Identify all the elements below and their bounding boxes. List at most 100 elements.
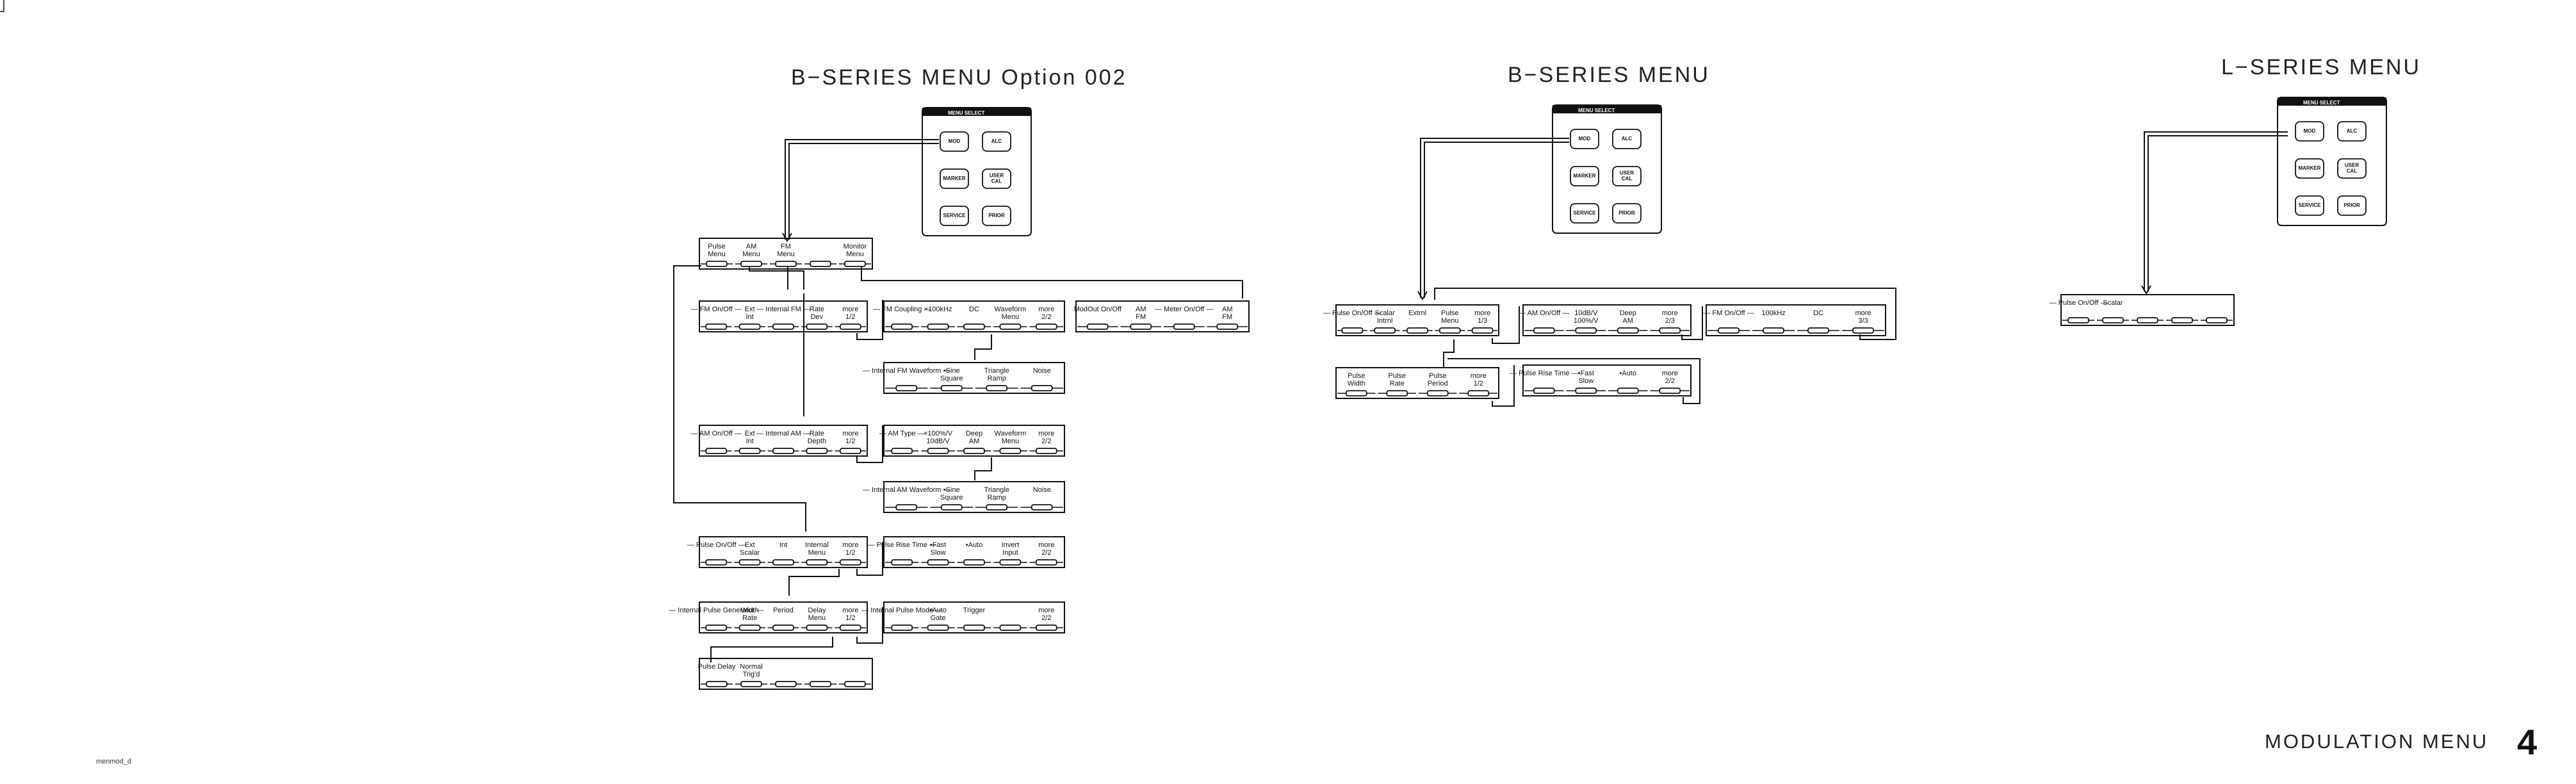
softkey[interactable] [705, 625, 728, 631]
softkey[interactable] [1467, 390, 1490, 396]
softkey[interactable] [1345, 390, 1367, 396]
softkey[interactable] [1659, 388, 1681, 394]
softkey[interactable] [706, 261, 728, 267]
key-prior[interactable]: PRIOR [982, 206, 1011, 226]
softkey[interactable] [1533, 327, 1555, 334]
softkey[interactable] [895, 385, 918, 391]
key-alc[interactable]: ALC [1612, 129, 1642, 149]
softkey[interactable] [2171, 317, 2193, 323]
softkey[interactable] [738, 625, 761, 631]
softkey[interactable] [999, 559, 1022, 566]
softkey[interactable] [740, 261, 762, 267]
softkey[interactable] [839, 625, 861, 631]
softkey[interactable] [706, 681, 728, 687]
key-service[interactable]: SERVICE [2295, 195, 2324, 216]
softkey[interactable] [986, 504, 1008, 510]
softkey[interactable] [1617, 388, 1639, 394]
softkey[interactable] [1533, 388, 1555, 394]
softkey[interactable] [999, 448, 1022, 454]
softkey[interactable] [963, 323, 985, 330]
softkey[interactable] [927, 448, 949, 454]
softkey[interactable] [839, 448, 861, 454]
softkey[interactable] [844, 261, 866, 267]
softkey[interactable] [927, 625, 949, 631]
softkey[interactable] [844, 681, 866, 687]
key-mod[interactable]: MOD [940, 131, 969, 152]
softkey[interactable] [895, 504, 918, 510]
softkey[interactable] [1471, 327, 1494, 334]
softkey[interactable] [1130, 323, 1152, 330]
softkey[interactable] [999, 323, 1022, 330]
softkey[interactable] [891, 559, 913, 566]
softkey[interactable] [772, 323, 794, 330]
key-mod[interactable]: MOD [2295, 121, 2324, 142]
softkey[interactable] [1718, 327, 1740, 334]
softkey[interactable] [2206, 317, 2228, 323]
key-marker[interactable]: MARKER [1570, 166, 1599, 186]
softkey[interactable] [940, 385, 963, 391]
softkey[interactable] [738, 448, 761, 454]
softkey[interactable] [1763, 327, 1784, 334]
softkey[interactable] [999, 625, 1022, 631]
softkey[interactable] [891, 323, 913, 330]
softkey[interactable] [2067, 317, 2089, 323]
softkey[interactable] [927, 559, 949, 566]
softkey[interactable] [738, 323, 761, 330]
softkey[interactable] [705, 448, 728, 454]
softkey[interactable] [891, 448, 913, 454]
softkey[interactable] [772, 625, 794, 631]
softkey[interactable] [1374, 327, 1396, 334]
softkey[interactable] [2102, 317, 2124, 323]
softkey[interactable] [1386, 390, 1408, 396]
softkey[interactable] [810, 681, 831, 687]
softkey[interactable] [963, 559, 985, 566]
softkey[interactable] [839, 559, 861, 566]
key-service[interactable]: SERVICE [940, 206, 969, 226]
softkey[interactable] [1807, 327, 1829, 334]
key-alc[interactable]: ALC [982, 131, 1011, 152]
key-marker[interactable]: MARKER [2295, 158, 2324, 179]
softkey[interactable] [740, 681, 762, 687]
softkey[interactable] [963, 625, 985, 631]
softkey[interactable] [839, 323, 861, 330]
softkey[interactable] [1575, 388, 1597, 394]
softkey[interactable] [806, 559, 828, 566]
key-prior[interactable]: PRIOR [1612, 203, 1642, 224]
softkey[interactable] [1086, 323, 1109, 330]
softkey[interactable] [963, 448, 985, 454]
softkey[interactable] [1031, 504, 1053, 510]
key-alc[interactable]: ALC [2337, 121, 2367, 142]
key-mod[interactable]: MOD [1570, 129, 1599, 149]
softkey[interactable] [1216, 323, 1239, 330]
key-prior[interactable]: PRIOR [2337, 195, 2367, 216]
softkey[interactable] [927, 323, 949, 330]
softkey[interactable] [738, 559, 761, 566]
softkey[interactable] [1173, 323, 1195, 330]
softkey[interactable] [705, 323, 728, 330]
softkey[interactable] [772, 559, 794, 566]
softkey[interactable] [772, 448, 794, 454]
softkey[interactable] [1426, 390, 1449, 396]
softkey[interactable] [1035, 323, 1057, 330]
softkey[interactable] [1035, 625, 1057, 631]
softkey[interactable] [705, 559, 728, 566]
softkey[interactable] [986, 385, 1008, 391]
softkey[interactable] [940, 504, 963, 510]
softkey[interactable] [806, 448, 828, 454]
key-service[interactable]: SERVICE [1570, 203, 1599, 224]
softkey[interactable] [891, 625, 913, 631]
key-marker[interactable]: MARKER [940, 168, 969, 189]
softkey[interactable] [810, 261, 831, 267]
softkey[interactable] [1035, 559, 1057, 566]
softkey[interactable] [1439, 327, 1461, 334]
softkey[interactable] [1575, 327, 1597, 334]
softkey[interactable] [1852, 327, 1874, 334]
softkey[interactable] [1406, 327, 1428, 334]
softkey[interactable] [1031, 385, 1053, 391]
softkey[interactable] [775, 681, 797, 687]
softkey[interactable] [775, 261, 797, 267]
softkey[interactable] [1035, 448, 1057, 454]
softkey[interactable] [1341, 327, 1364, 334]
